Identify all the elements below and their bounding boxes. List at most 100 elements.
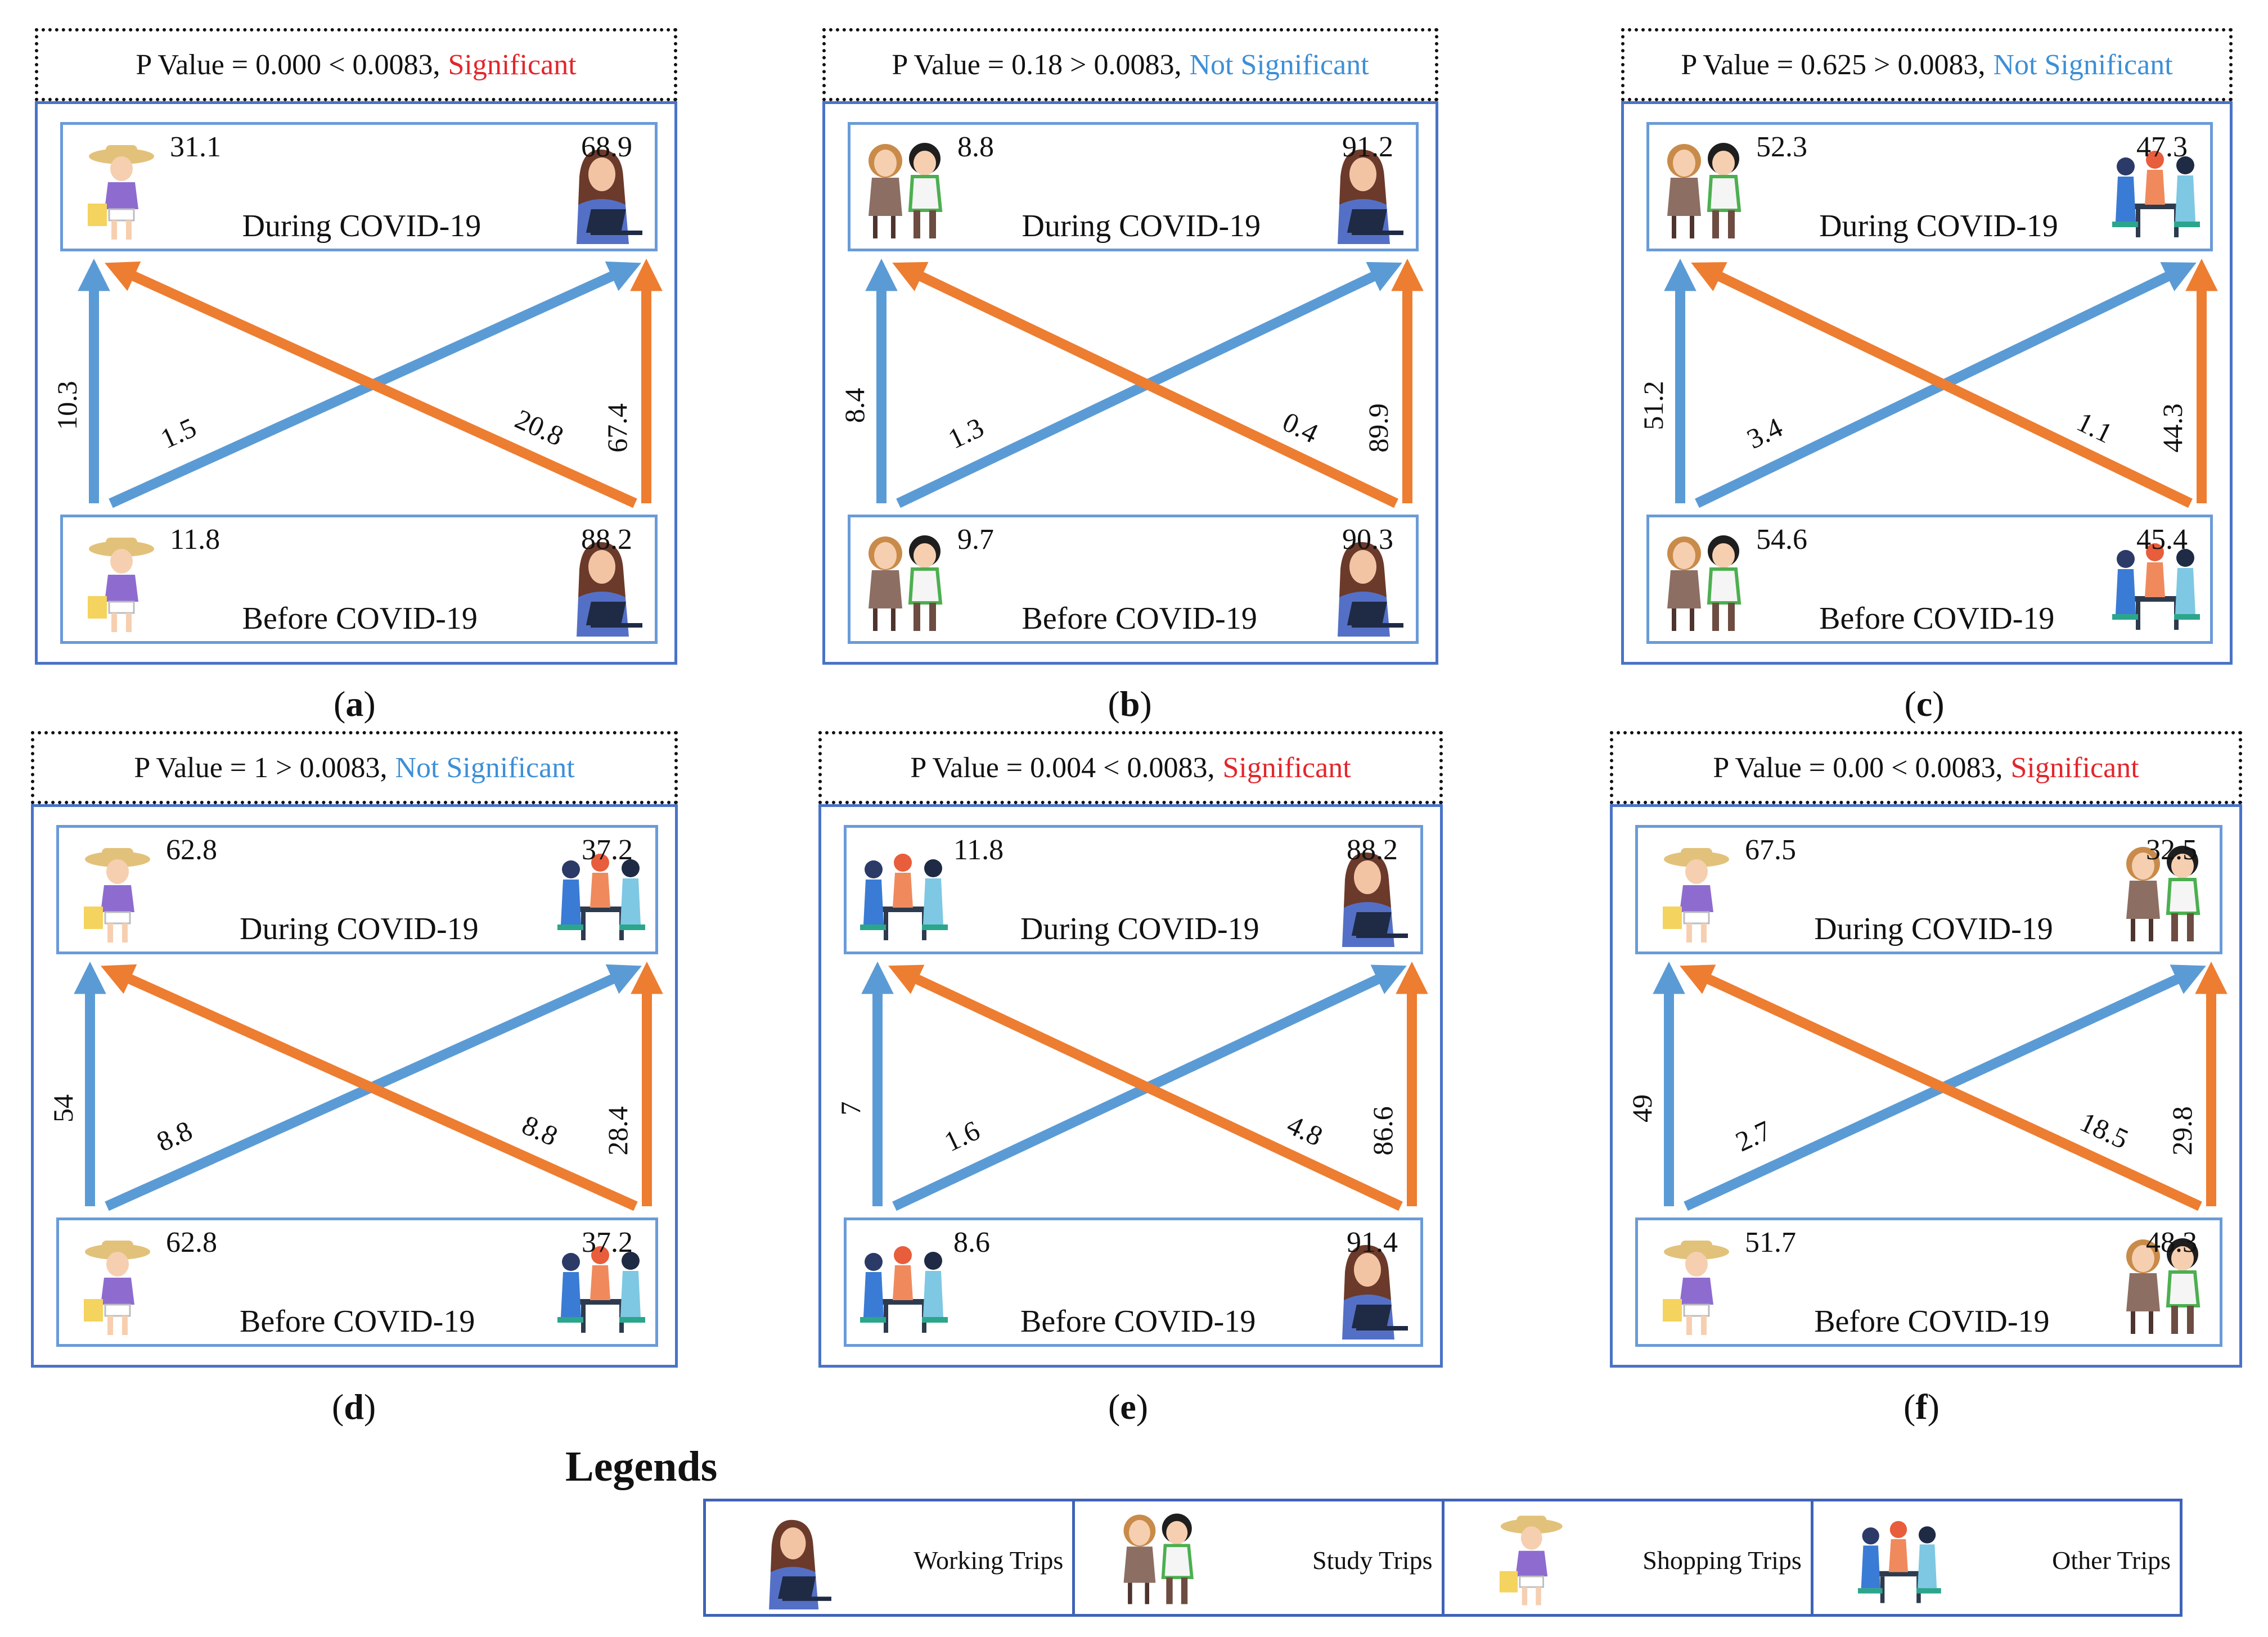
left-mode-share: 8.8 (957, 131, 994, 163)
caption-letter: b (1119, 684, 1140, 724)
left-mode-share: 54.6 (1756, 524, 1807, 556)
significance-verdict: Not Significant (1993, 48, 2173, 81)
legend-item-other: Other Trips (1814, 1501, 2180, 1614)
significance-verdict: Not Significant (1189, 48, 1369, 81)
legend-label: Other Trips (2052, 1546, 2171, 1575)
period-label: Before COVID-19 (1020, 1304, 1256, 1339)
caption-letter: f (1915, 1387, 1928, 1427)
shopping-trip-icon (1646, 840, 1742, 947)
p-value-header: P Value = 0.625 > 0.0083,Not Significant (1621, 28, 2233, 101)
caption-open: ( (334, 684, 346, 724)
p-value-text: P Value = 0.000 < 0.0083, (136, 48, 440, 81)
p-value-text: P Value = 1 > 0.0083, (134, 751, 388, 784)
right-to-left-arrow (100, 964, 638, 1211)
shopping-trip-icon (1663, 1241, 1729, 1335)
caption-letter: e (1120, 1387, 1136, 1427)
other-trip-icon (552, 840, 647, 947)
left-mode-share: 52.3 (1756, 131, 1807, 163)
right-to-left-arrow (892, 261, 1398, 508)
period-label: Before COVID-19 (240, 1304, 475, 1339)
period-label: During COVID-19 (240, 912, 479, 946)
right-to-left-arrow (888, 964, 1403, 1211)
right-mode-share: 47.3 (2136, 131, 2188, 163)
p-value-text: P Value = 0.625 > 0.0083, (1681, 48, 1986, 81)
right-mode-share: 91.4 (1347, 1226, 1398, 1259)
other-trip-icon (1857, 1521, 1941, 1603)
working-trip-icon (1317, 1233, 1412, 1340)
shopping-trip-icon (88, 538, 154, 632)
working-trip-icon (1342, 1244, 1408, 1340)
right-mode-share: 88.2 (581, 524, 632, 556)
transition-arrows (865, 258, 1424, 508)
other-trip-icon (557, 1246, 645, 1333)
p-value-header: P Value = 0.18 > 0.0083,Not Significant (822, 28, 1438, 101)
right-mode-share: 91.2 (1342, 131, 1393, 163)
right-mode-share: 37.2 (582, 834, 633, 866)
caption-close: ) (1140, 684, 1152, 724)
p-value-text: P Value = 0.004 < 0.0083, (910, 751, 1215, 784)
panel-caption: (d) (332, 1386, 376, 1428)
period-label: Before COVID-19 (1022, 601, 1257, 636)
period-label: Before COVID-19 (1814, 1304, 2050, 1339)
right-mode-share: 68.9 (581, 131, 632, 163)
legend-label: Working Trips (914, 1546, 1064, 1575)
flow-right-stay: 67.4 (601, 403, 633, 453)
left-mode-share: 67.5 (1745, 834, 1796, 866)
left-mode-share: 62.8 (166, 1226, 217, 1259)
working-trip-icon (769, 1519, 831, 1609)
shopping-trip-icon (1646, 1233, 1742, 1340)
other-trip-icon (557, 854, 645, 940)
caption-close: ) (1932, 684, 1945, 724)
caption-letter: a (345, 684, 364, 724)
flow-left-stay: 8.4 (839, 387, 870, 423)
shopping-trip-icon (1663, 848, 1729, 942)
p-value-header: P Value = 0.000 < 0.0083,Significant (35, 28, 677, 101)
study-trip-icon (1657, 137, 1753, 244)
legend-item-working: Working Trips (706, 1501, 1076, 1614)
shopping-trip-icon (67, 1233, 163, 1340)
left-mode-share: 51.7 (1745, 1226, 1796, 1259)
left-mode-share: 31.1 (170, 131, 221, 163)
transition-arrows (861, 961, 1428, 1211)
p-value-header: P Value = 1 > 0.0083,Not Significant (31, 731, 678, 804)
working-trip-icon (551, 137, 647, 244)
other-trip-icon (2107, 137, 2202, 244)
flow-right-stay: 86.6 (1367, 1106, 1398, 1156)
flow-right-stay: 89.9 (1362, 403, 1394, 453)
right-mode-share: 90.3 (1342, 524, 1393, 556)
right-mode-share: 88.2 (1347, 834, 1398, 866)
working-trip-icon (1338, 542, 1403, 637)
right-to-left-arrow (1680, 964, 2202, 1211)
working-trip-icon (1312, 137, 1408, 244)
transition-arrows (1653, 961, 2228, 1211)
caption-open: ( (1904, 1387, 1916, 1427)
flow-left-stay: 10.3 (51, 381, 83, 430)
working-trip-icon (728, 1508, 852, 1609)
legend-label: Shopping Trips (1642, 1546, 1802, 1575)
legend: Working Trips Study Trips Shopping Trips (703, 1499, 2182, 1617)
flow-right-stay: 29.8 (2166, 1106, 2198, 1156)
other-trip-icon (854, 840, 950, 947)
study-trip-icon (1123, 1513, 1194, 1604)
significance-verdict: Significant (2010, 751, 2139, 784)
shopping-trip-icon (84, 1241, 150, 1335)
panel-caption: (f) (1904, 1386, 1940, 1428)
shopping-trip-icon (67, 840, 163, 947)
study-trip-icon (858, 530, 954, 637)
study-trip-icon (868, 535, 943, 631)
other-trip-icon (2112, 151, 2200, 237)
caption-close: ) (363, 1387, 376, 1427)
right-to-left-arrow (1691, 262, 2193, 508)
p-value-header: P Value = 0.00 < 0.0083,Significant (1610, 731, 2242, 804)
other-trip-icon (860, 854, 948, 940)
study-trip-icon (858, 137, 954, 244)
